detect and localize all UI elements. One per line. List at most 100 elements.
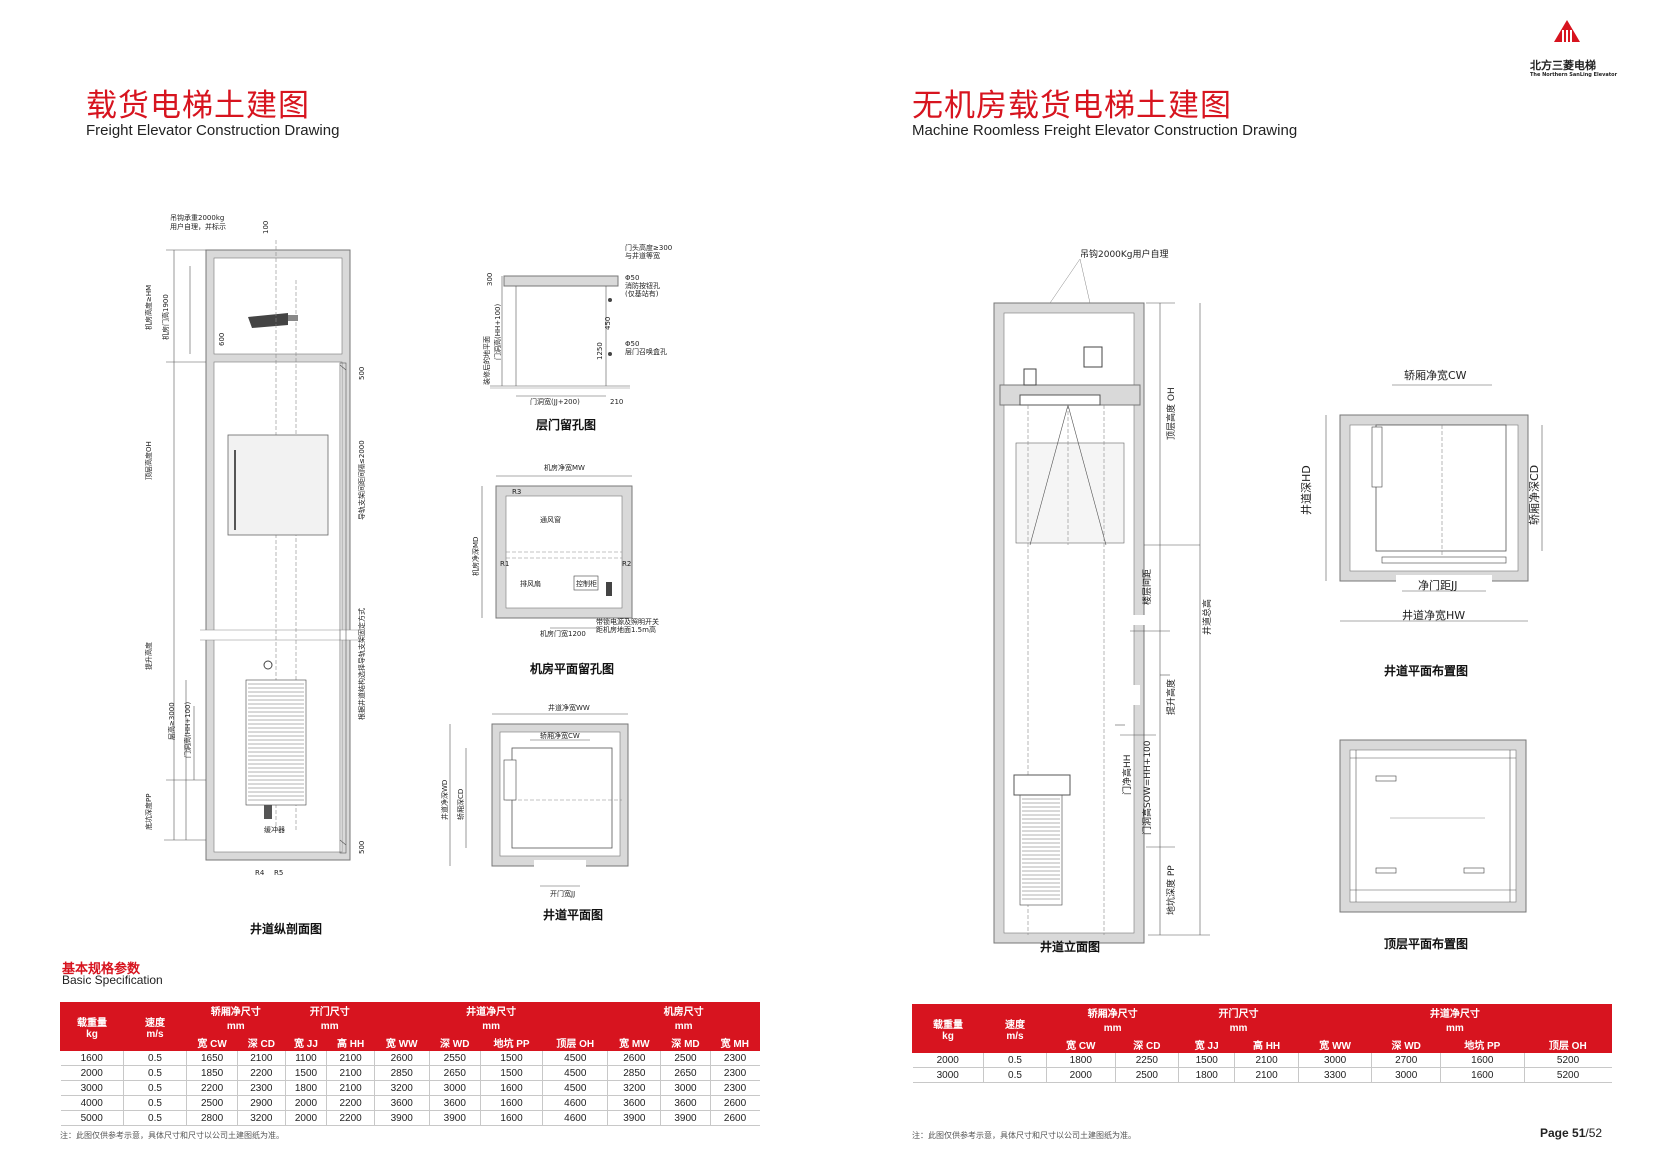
machine-room-plan-caption: 机房平面留孔图	[530, 662, 615, 676]
right-table-cell: 2250	[1114, 1052, 1179, 1068]
left-table-cell: 2500	[660, 1050, 711, 1066]
left-table-cell: 2900	[237, 1095, 286, 1111]
rth-ww: 宽 WW	[1297, 1036, 1373, 1053]
left-table-cell: 1600	[479, 1095, 543, 1111]
th-door: 开门尺寸	[284, 1002, 375, 1019]
machine-room-door-label: 机房门高1900	[161, 294, 170, 340]
right-table-cell: 3300	[1297, 1067, 1372, 1083]
bracket-spacing-label: 导轨支架间距间隔≤2000	[357, 440, 366, 520]
left-table-cell: 2200	[326, 1095, 375, 1111]
right-page-title-cn: 无机房载货电梯土建图	[912, 88, 1232, 124]
r3-label: R3	[512, 488, 521, 496]
right-table-cell: 2700	[1371, 1052, 1441, 1068]
car-hoist-stack	[245, 679, 307, 806]
left-table-cell: 0.5	[123, 1110, 187, 1126]
brand-name-en: The Northern SanLing Elevator	[1530, 72, 1618, 78]
right-table-cell: 3000	[1297, 1052, 1372, 1068]
machine-room-height-label: 机房高度≥HM	[144, 285, 153, 330]
spec-title-en: Basic Specification	[62, 973, 163, 987]
hw-door-width-label: 开门宽JJ	[550, 889, 575, 898]
door-w-label: 门洞宽(JJ+200)	[530, 397, 580, 406]
th-room: 机房尺寸	[607, 1002, 760, 1019]
right-table-cell: 5200	[1523, 1052, 1612, 1068]
left-table-cell: 1500	[284, 1065, 327, 1081]
left-table-cell: 2000	[284, 1110, 327, 1126]
left-table-cell: 3600	[373, 1095, 430, 1111]
overhead-label: 顶层高度OH	[144, 441, 153, 480]
left-table-cell: 2300	[237, 1080, 286, 1096]
r1-label: R1	[500, 560, 509, 568]
th-shaft-unit: mm	[373, 1018, 609, 1035]
left-table-cell: 0.5	[123, 1095, 187, 1111]
mr-width-label: 机房净宽MW	[544, 463, 585, 472]
rth-door-unit: mm	[1178, 1020, 1299, 1037]
door-note-3: Φ50	[625, 340, 639, 348]
left-table-cell: 4500	[542, 1080, 608, 1096]
left-table-cell: 2100	[326, 1080, 375, 1096]
elevation-hook-note: 吊钩2000Kg用户自理	[1080, 248, 1169, 260]
left-table-cell: 2600	[709, 1095, 760, 1111]
top-plan-drawing	[1339, 739, 1527, 913]
elevation-travel-label: 提升高度	[1165, 679, 1177, 715]
th-load-unit: kg	[86, 1028, 98, 1040]
th-room-unit: mm	[607, 1018, 760, 1035]
right-table-cell: 2100	[1234, 1052, 1299, 1068]
left-table-cell: 2800	[185, 1110, 238, 1126]
left-table-cell: 2200	[237, 1065, 286, 1081]
mr-depth-label: 机房净深MD	[471, 537, 480, 576]
shaft-total-label: 井道总高	[1201, 599, 1213, 635]
hw-depth-label: 井道净深WD	[440, 780, 449, 820]
left-page-title-en: Freight Elevator Construction Drawing	[86, 122, 340, 139]
rth-shaft: 井道净尺寸	[1297, 1004, 1613, 1021]
rth-car: 轿厢净尺寸	[1045, 1004, 1180, 1021]
left-table-cell: 3600	[428, 1095, 481, 1111]
left-table-cell: 2100	[326, 1050, 375, 1066]
left-table-cell: 2600	[373, 1050, 430, 1066]
door-note-3b: 层门召唤盒孔	[625, 347, 667, 356]
dim-1250: 1250	[596, 342, 604, 360]
bracket-note-label: 根据井道结构选择导轨支架固定方式	[357, 608, 366, 720]
left-table-cell: 4500	[542, 1050, 608, 1066]
left-table-cell: 0.5	[123, 1050, 187, 1066]
page-current: Page 51	[1540, 1126, 1586, 1140]
left-table-cell: 1500	[479, 1065, 543, 1081]
th-speed: 速度	[145, 1017, 165, 1029]
left-table-cell: 2100	[237, 1050, 286, 1066]
dim-300: 300	[486, 273, 494, 286]
right-table-cell: 1600	[1439, 1067, 1525, 1083]
switch-note-2: 距机房地面1.5m高	[596, 625, 656, 634]
right-table-cell: 2100	[1234, 1067, 1299, 1083]
dim-100: 100	[262, 221, 270, 234]
th-load: 载重量	[77, 1017, 107, 1029]
left-table-cell: 3000	[428, 1080, 481, 1096]
right-table-cell: 2500	[1114, 1067, 1179, 1083]
door-opening-caption: 层门留孔图	[536, 418, 597, 432]
vent-window-label: 通风窗	[540, 515, 561, 524]
hoistway-section-drawing: 吊钩承重2000kg 用户自理，并标示 100 机房高度≥HM 机房门高1900…	[144, 213, 366, 877]
right-footnote: 注：此图仅供参考示意，具体尺寸和尺寸以公司土建图纸为准。	[912, 1131, 1136, 1140]
th-door-unit: mm	[284, 1018, 375, 1035]
hw-width-label: 井道净宽WW	[548, 703, 590, 712]
door-note-2c: (仅基站有)	[625, 289, 659, 298]
car-width-label: 轿厢净宽CW	[540, 731, 580, 740]
left-table-cell: 2100	[326, 1065, 375, 1081]
door-note-1: 门头高度≥300	[625, 243, 672, 252]
th-oh: 顶层 OH	[542, 1034, 609, 1051]
shaft-car-width-label: 轿厢净宽CW	[1404, 368, 1467, 382]
left-table-cell: 1850	[185, 1065, 238, 1081]
right-table-cell: 1500	[1178, 1052, 1235, 1068]
th-jj: 宽 JJ	[284, 1034, 328, 1051]
door-height-label: 门洞高(HH+100)	[183, 702, 192, 758]
elevation-hoist-stack	[1019, 794, 1063, 906]
rth-oh: 顶层 OH	[1523, 1036, 1613, 1053]
rth-load: 载重量	[933, 1019, 963, 1031]
th-cw: 宽 CW	[185, 1034, 239, 1051]
rth-shaft-unit: mm	[1297, 1020, 1613, 1037]
top-plan-caption: 顶层平面布置图	[1384, 937, 1469, 951]
th-cd: 深 CD	[237, 1034, 286, 1051]
